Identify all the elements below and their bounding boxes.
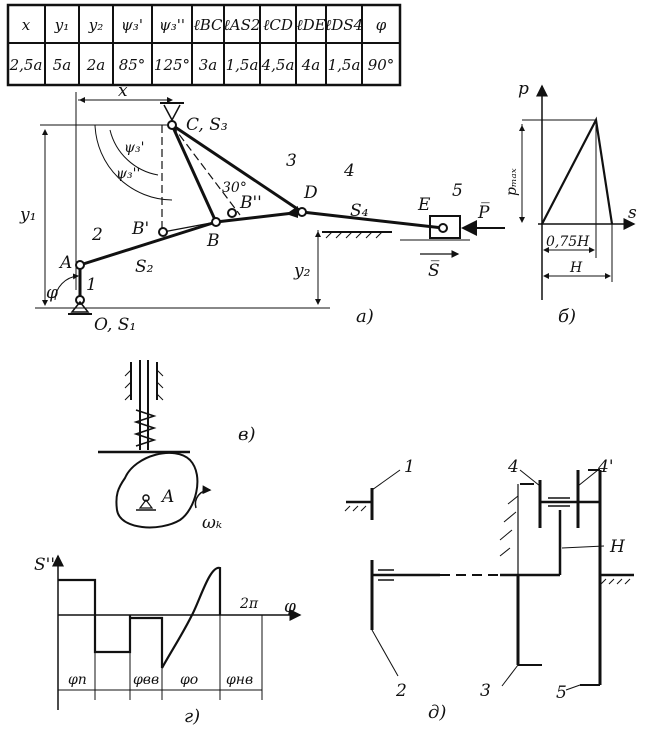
- axis-s-label: s: [628, 203, 637, 223]
- label-h: H: [569, 260, 583, 276]
- point-b-prime-label: B': [131, 219, 149, 239]
- label-075h: 0,75H: [546, 234, 590, 250]
- label-phi-nv: φнв: [226, 672, 253, 688]
- point-o-label: O, S₁: [94, 315, 136, 335]
- gear-1-label: 1: [404, 457, 415, 477]
- point-b-dprime-label: B'': [239, 193, 262, 213]
- table-header-lde: ℓDE: [296, 16, 325, 34]
- table-header-y2: y₂: [88, 16, 104, 34]
- table-header-phi: φ: [376, 16, 387, 34]
- table-value-y2: 2a: [86, 56, 106, 74]
- table-value-lcd: 4,5a: [261, 56, 295, 74]
- link-2-label: 2: [91, 225, 103, 245]
- table-value-psi2: 125°: [154, 56, 190, 74]
- label-phi-o: φо: [180, 672, 198, 688]
- force-displacement-labels: p s pₘₐₓ 0,75H H б): [504, 79, 637, 327]
- dim-x-label: x: [118, 81, 128, 101]
- point-e-label: E: [417, 195, 431, 215]
- gear-2-label: 2: [395, 681, 407, 701]
- link-3-label: 3: [286, 151, 297, 171]
- angle-30-label: 30°: [222, 180, 247, 196]
- table-header-las2: ℓAS2: [224, 16, 261, 34]
- diagram-g-caption: г): [184, 706, 200, 727]
- diagram-a-caption: а): [356, 306, 374, 327]
- dim-y2-label: y₂: [293, 261, 311, 281]
- diagram-b-caption: б): [558, 306, 576, 327]
- axis-phi-label: φ: [284, 597, 296, 617]
- omega-label: ωₖ: [202, 513, 222, 533]
- pmax-label: pₘₐₓ: [504, 168, 520, 196]
- table-value-phi: 90°: [368, 56, 395, 74]
- diagram-v-caption: в): [238, 424, 256, 445]
- gear-train-labels: 1 2 3 4 4' 5 H д): [395, 457, 626, 723]
- gear-4-prime-label: 4': [597, 457, 614, 477]
- diagram-d-caption: д): [428, 702, 446, 723]
- linkage-mechanism-diagram: [35, 92, 505, 315]
- force-displacement-diagram: [519, 84, 636, 300]
- cam-law-diagram: [52, 554, 302, 710]
- angle-phi-label: φ: [46, 283, 58, 303]
- table-value-y1: 5a: [53, 56, 72, 74]
- table-value-x: 2,5a: [9, 56, 43, 74]
- axis-s-dd-label: S'': [34, 555, 55, 575]
- force-p-label: P̅: [477, 202, 490, 223]
- table-header-psi1: ψ₃': [121, 16, 143, 34]
- table-header-x: x: [22, 16, 31, 34]
- table-header-psi2: ψ₃'': [159, 16, 185, 34]
- link-1-label: 1: [86, 275, 97, 295]
- table-value-lde: 4a: [301, 56, 321, 74]
- gear-5-label: 5: [556, 683, 567, 703]
- cam-mechanism-diagram: [98, 360, 212, 529]
- cam-pivot-label: A: [160, 487, 174, 507]
- label-phi-p: φп: [68, 672, 87, 688]
- table-value-lbc: 3a: [199, 56, 218, 74]
- label-phi-vv: φвв: [133, 672, 159, 688]
- gear-4-label: 4: [507, 457, 519, 477]
- cam-law-labels: S'' φ 2π φп φвв φо φнв г): [34, 555, 296, 727]
- parameter-table: x y₁ y₂ ψ₃' ψ₃'' ℓBC ℓAS2 ℓCD ℓDE ℓDS4 φ…: [6, 3, 402, 87]
- table-header-lcd: ℓCD: [263, 16, 293, 34]
- label-2pi: 2π: [239, 596, 259, 612]
- table-header-lds4: ℓDS4: [325, 16, 363, 34]
- carrier-h-label: H: [609, 537, 626, 557]
- point-c-label: C, S₃: [186, 115, 228, 135]
- angle-psi1-label: ψ₃': [124, 140, 144, 156]
- table-header-lbc: ℓBC: [193, 16, 223, 34]
- link-5-label: 5: [452, 181, 463, 201]
- label-s4: S₄: [350, 201, 369, 221]
- gear-train-diagram: [344, 469, 634, 691]
- point-d-label: D: [303, 183, 318, 203]
- link-4-label: 4: [343, 161, 355, 181]
- table-value-lds4: 1,5a: [328, 56, 361, 74]
- angle-psi2-label: ψ₃'': [116, 166, 140, 182]
- table-header-y1: y₁: [54, 16, 70, 34]
- point-a-label: A: [58, 253, 72, 273]
- linkage-labels: x y₁ y₂ C, S₃ A B B' B'' D E O, S₁ S₂ S₄…: [19, 81, 490, 335]
- label-s2: S₂: [135, 257, 154, 277]
- cam-labels: A ωₖ в): [160, 424, 256, 533]
- table-value-psi1: 85°: [119, 56, 146, 74]
- velocity-s-label: S̅: [428, 260, 440, 281]
- table-value-las2: 1,5a: [226, 56, 259, 74]
- dim-y1-label: y₁: [19, 205, 36, 225]
- axis-p-label: p: [518, 79, 529, 99]
- gear-3-label: 3: [480, 681, 491, 701]
- point-b-label: B: [206, 231, 220, 251]
